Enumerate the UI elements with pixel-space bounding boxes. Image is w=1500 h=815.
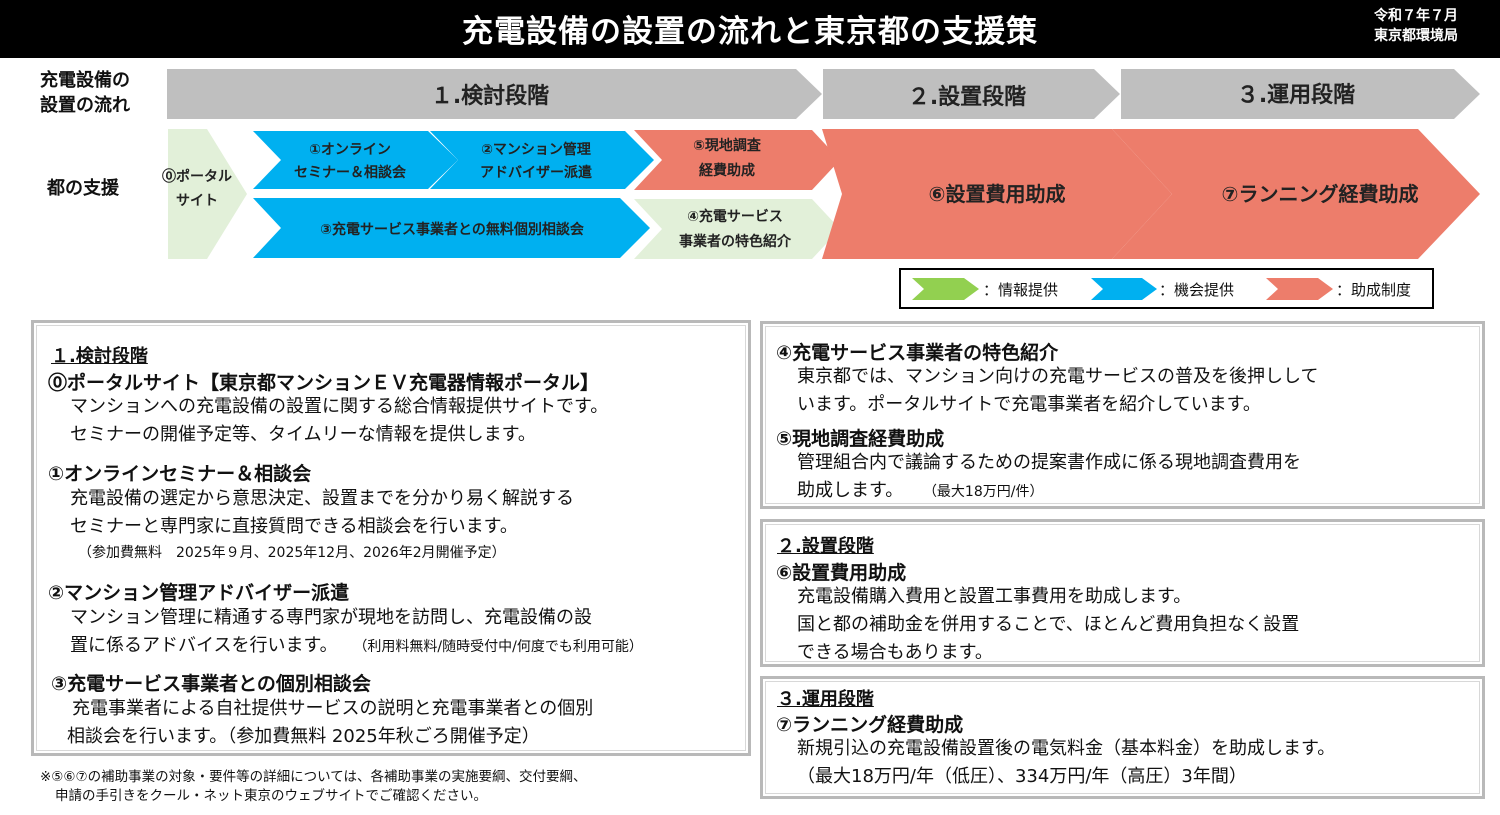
support-row-label: 都の支援	[47, 178, 119, 199]
panel-operation-stage: ３.運用段階 ⑦ランニング経費助成 新規引込の充電設備設置後の電気料金（基本料金…	[760, 676, 1485, 799]
support-4-line2: 事業者の特色紹介	[679, 233, 792, 250]
legend-swatch-info	[912, 278, 979, 300]
item-note-site-survey: （最大18万円/件）	[922, 484, 1044, 500]
stage-label-3: ３.運用段階	[1237, 82, 1355, 108]
support-5-line1: ⑤現地調査	[693, 137, 762, 154]
flow-diagram: １.検討段階 ２.設置段階 ３.運用段階 ⓪ポータル サイト ①オンライン セミ…	[162, 69, 1480, 259]
support-arrow-5	[634, 130, 840, 190]
stage-label-1: １.検討段階	[431, 83, 549, 109]
item-body-site-survey: 管理組合内で議論するための提案書作成に係る現地調査費用を 助成します。 （最大1…	[797, 452, 1301, 501]
item-body-installation-subsidy: 充電設備購入費用と設置工事費用を助成します。 国と都の補助金を併用することで、ほ…	[797, 586, 1300, 663]
header-bar: 充電設備の設置の流れと東京都の支援策 令和７年７月 東京都環境局	[0, 0, 1500, 58]
support-arrow-0	[168, 129, 247, 259]
item-title-advisor: ②マンション管理アドバイザー派遣	[48, 582, 350, 604]
support-3-line1: ③充電サービス事業者との無料個別相談会	[320, 221, 585, 238]
item-body-service-intro: 東京都では、マンション向けの充電サービスの普及を後押しして います。ポータルサイ…	[797, 366, 1319, 415]
item-title-installation-subsidy: ⑥設置費用助成	[776, 562, 907, 584]
item-title-running-subsidy: ⑦ランニング経費助成	[776, 714, 964, 736]
item-body-online-seminar: 充電設備の選定から意思決定、設置までを分かり易く解説する セミナーと専門家に直接…	[70, 488, 574, 537]
header-meta: 令和７年７月 東京都環境局	[1374, 6, 1458, 46]
section-title: ３.運用段階	[777, 689, 874, 710]
flow-row-label: 充電設備の 設置の流れ	[40, 70, 130, 116]
item-body-advisor: マンション管理に精通する専門家が現地を訪問し、充電設備の設 置に係るアドバイスを…	[70, 607, 643, 656]
panel-study-stage-right: ④充電サービス事業者の特色紹介 東京都では、マンション向けの充電サービスの普及を…	[760, 321, 1485, 509]
support-arrow-3	[253, 198, 650, 258]
legend-swatches	[912, 278, 1333, 300]
stage-arrow-3	[1121, 69, 1480, 119]
item-title-consultation: ③充電サービス事業者との個別相談会	[51, 673, 371, 695]
support-1-line2: セミナー＆相談会	[294, 164, 407, 181]
legend-label-subsidy: ：助成制度	[1336, 281, 1412, 299]
legend-label-info: ：情報提供	[983, 281, 1059, 299]
support-1-line1: ①オンライン	[309, 142, 391, 158]
panel-installation-stage: ２.設置段階 ⑥設置費用助成 充電設備購入費用と設置工事費用を助成します。 国と…	[760, 519, 1485, 667]
support-0-line1: ⓪ポータル	[162, 168, 232, 185]
support-arrow-1	[253, 131, 458, 189]
legend-swatch-subsidy	[1266, 278, 1333, 300]
item-body-running-subsidy: 新規引込の充電設備設置後の電気料金（基本料金）を助成します。 （最大18万円/年…	[797, 738, 1336, 787]
section-title: １.検討段階	[51, 346, 148, 367]
stage-arrow-1	[167, 69, 822, 119]
support-arrow-7	[1112, 129, 1480, 259]
section-title: ２.設置段階	[777, 536, 874, 557]
support-arrow-2	[430, 131, 654, 189]
item-note-advisor: （利用料無料/随時受付中/何度でも利用可能）	[353, 639, 643, 655]
support-7-line1: ⑦ランニング経費助成	[1222, 182, 1419, 206]
item-body-portal: マンションへの充電設備の設置に関する総合情報提供サイトです。 セミナーの開催予定…	[70, 396, 609, 445]
support-2-line2: アドバイザー派遣	[480, 164, 592, 181]
stage-label-2: ２.設置段階	[908, 84, 1026, 110]
issuing-organization: 東京都環境局	[1374, 28, 1458, 44]
issue-date: 令和７年７月	[1374, 8, 1458, 24]
item-body-consultation: 充電事業者による自社提供サービスの説明と充電事業者との個別 相談会を行います。（…	[67, 698, 594, 747]
footnote: ※⑤⑥⑦の補助事業の対象・要件等の詳細については、各補助事業の実施要綱、交付要綱…	[40, 769, 587, 804]
legend: ：情報提供 ：機会提供 ：助成制度	[899, 268, 1434, 309]
legend-label-opportunity: ：機会提供	[1159, 281, 1235, 299]
item-title-portal: ⓪ポータルサイト【東京都マンションＥＶ充電器情報ポータル】	[48, 372, 600, 394]
support-arrow-4	[634, 199, 840, 259]
support-6-line1: ⑥設置費用助成	[929, 182, 1066, 206]
panel-study-stage: １.検討段階 ⓪ポータルサイト【東京都マンションＥＶ充電器情報ポータル】 マンシ…	[31, 320, 751, 756]
support-5-line2: 経費助成	[699, 162, 755, 179]
item-title-service-intro: ④充電サービス事業者の特色紹介	[776, 342, 1059, 364]
item-title-online-seminar: ①オンラインセミナー＆相談会	[48, 463, 312, 485]
support-2-line1: ②マンション管理	[481, 141, 591, 158]
item-title-site-survey: ⑤現地調査経費助成	[776, 428, 945, 450]
item-note-online-seminar: （参加費無料 2025年９月、2025年12月、2026年2月開催予定）	[78, 545, 506, 561]
page-title: 充電設備の設置の流れと東京都の支援策	[462, 14, 1038, 50]
legend-swatch-opportunity	[1091, 278, 1157, 300]
support-0-line2: サイト	[176, 193, 218, 209]
support-4-line1: ④充電サービス	[687, 208, 783, 225]
support-arrow-6	[822, 129, 1172, 259]
stage-arrow-2	[823, 69, 1120, 119]
